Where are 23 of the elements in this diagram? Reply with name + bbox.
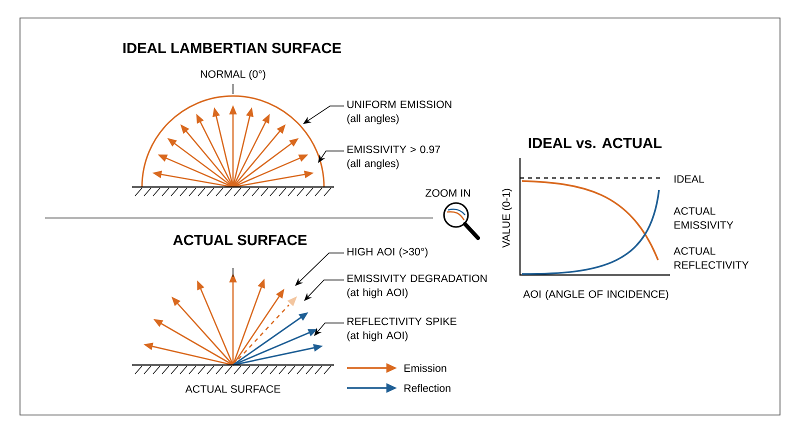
axis-label: VALUE (0-1) [502, 188, 512, 248]
legend-label: Emission [404, 364, 446, 372]
series-label: ACTUAL REFLECTIVITY [674, 247, 749, 269]
callout-text: UNIFORM EMISSION (all angles) [347, 100, 452, 124]
callout-text: EMISSIVITY DEGRADATION (at high AOI) [347, 274, 487, 298]
leader-line [314, 322, 344, 336]
legend-label: Reflection [404, 384, 450, 392]
leader-line [318, 150, 344, 163]
chart-title: IDEAL vs. ACTUAL [528, 138, 662, 148]
leader-line [295, 252, 344, 286]
series-label: IDEAL [674, 175, 704, 183]
icon-label: ZOOM IN [426, 189, 470, 197]
axis-label: NORMAL (0°) [200, 70, 266, 80]
callout-text: EMISSIVITY > 0.97 (all angles) [347, 146, 440, 170]
callout-text: REFLECTIVITY SPIKE (at high AOI) [347, 318, 456, 342]
axis-label: AOI (ANGLE OF INCIDENCE) [523, 290, 668, 300]
leader-line [304, 280, 344, 301]
series-label: ACTUAL EMISSIVITY [674, 207, 734, 229]
callout-text: HIGH AOI (>30°) [347, 248, 428, 258]
section-heading: ACTUAL SURFACE [173, 234, 307, 246]
section-heading: IDEAL LAMBERTIAN SURFACE [123, 42, 341, 54]
surface-label: ACTUAL SURFACE [185, 385, 280, 393]
leader-line [303, 106, 344, 124]
